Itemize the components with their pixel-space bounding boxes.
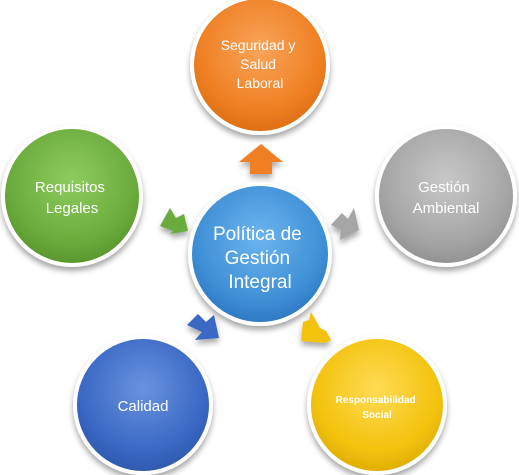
node-social: Responsabilidad Social <box>307 335 447 475</box>
center-node-line-2: Gestión <box>225 248 290 269</box>
node-social-line-1: Responsabilidad <box>336 395 416 406</box>
node-seguridad: Seguridad y Salud Laboral <box>190 0 330 135</box>
node-seguridad-line-3: Laboral <box>237 75 284 91</box>
svg-text:Requisitos Legales: Requisitos Legales <box>35 179 109 217</box>
node-social-line-2: Social <box>362 410 392 421</box>
arrow-down-right-icon <box>301 312 331 343</box>
arrow-up-icon <box>239 144 283 174</box>
node-seguridad-line-2: Salud <box>240 56 276 72</box>
svg-text:Política de Gestión: Política de Gestión Integral <box>213 224 307 293</box>
center-node-line-1: Política de <box>213 224 302 245</box>
node-calidad-line-1: Calidad <box>118 398 169 415</box>
node-legales-line-1: Requisitos <box>35 179 105 196</box>
center-node: Política de Gestión Integral <box>188 182 332 326</box>
node-ambiental-line-2: Ambiental <box>413 200 480 217</box>
node-calidad: Calidad <box>73 335 213 475</box>
arrow-left-icon <box>160 208 188 234</box>
svg-text:Seguridad y Salud: Seguridad y Salud Laboral <box>221 37 300 91</box>
center-node-line-3: Integral <box>228 272 291 293</box>
svg-text:Calidad: Calidad <box>118 398 169 415</box>
arrow-down-left-icon <box>187 314 219 340</box>
arrow-right-icon <box>331 208 359 240</box>
node-legales: Requisitos Legales <box>1 125 143 267</box>
svg-text:Responsabilidad Social: Responsabilidad Social <box>336 395 419 421</box>
node-legales-line-2: Legales <box>46 200 99 217</box>
node-seguridad-line-1: Seguridad y <box>221 37 296 53</box>
svg-text:Gestión Ambiental: Gestión Ambiental <box>413 179 480 217</box>
node-ambiental: Gestión Ambiental <box>375 125 517 267</box>
node-ambiental-line-1: Gestión <box>418 179 470 196</box>
